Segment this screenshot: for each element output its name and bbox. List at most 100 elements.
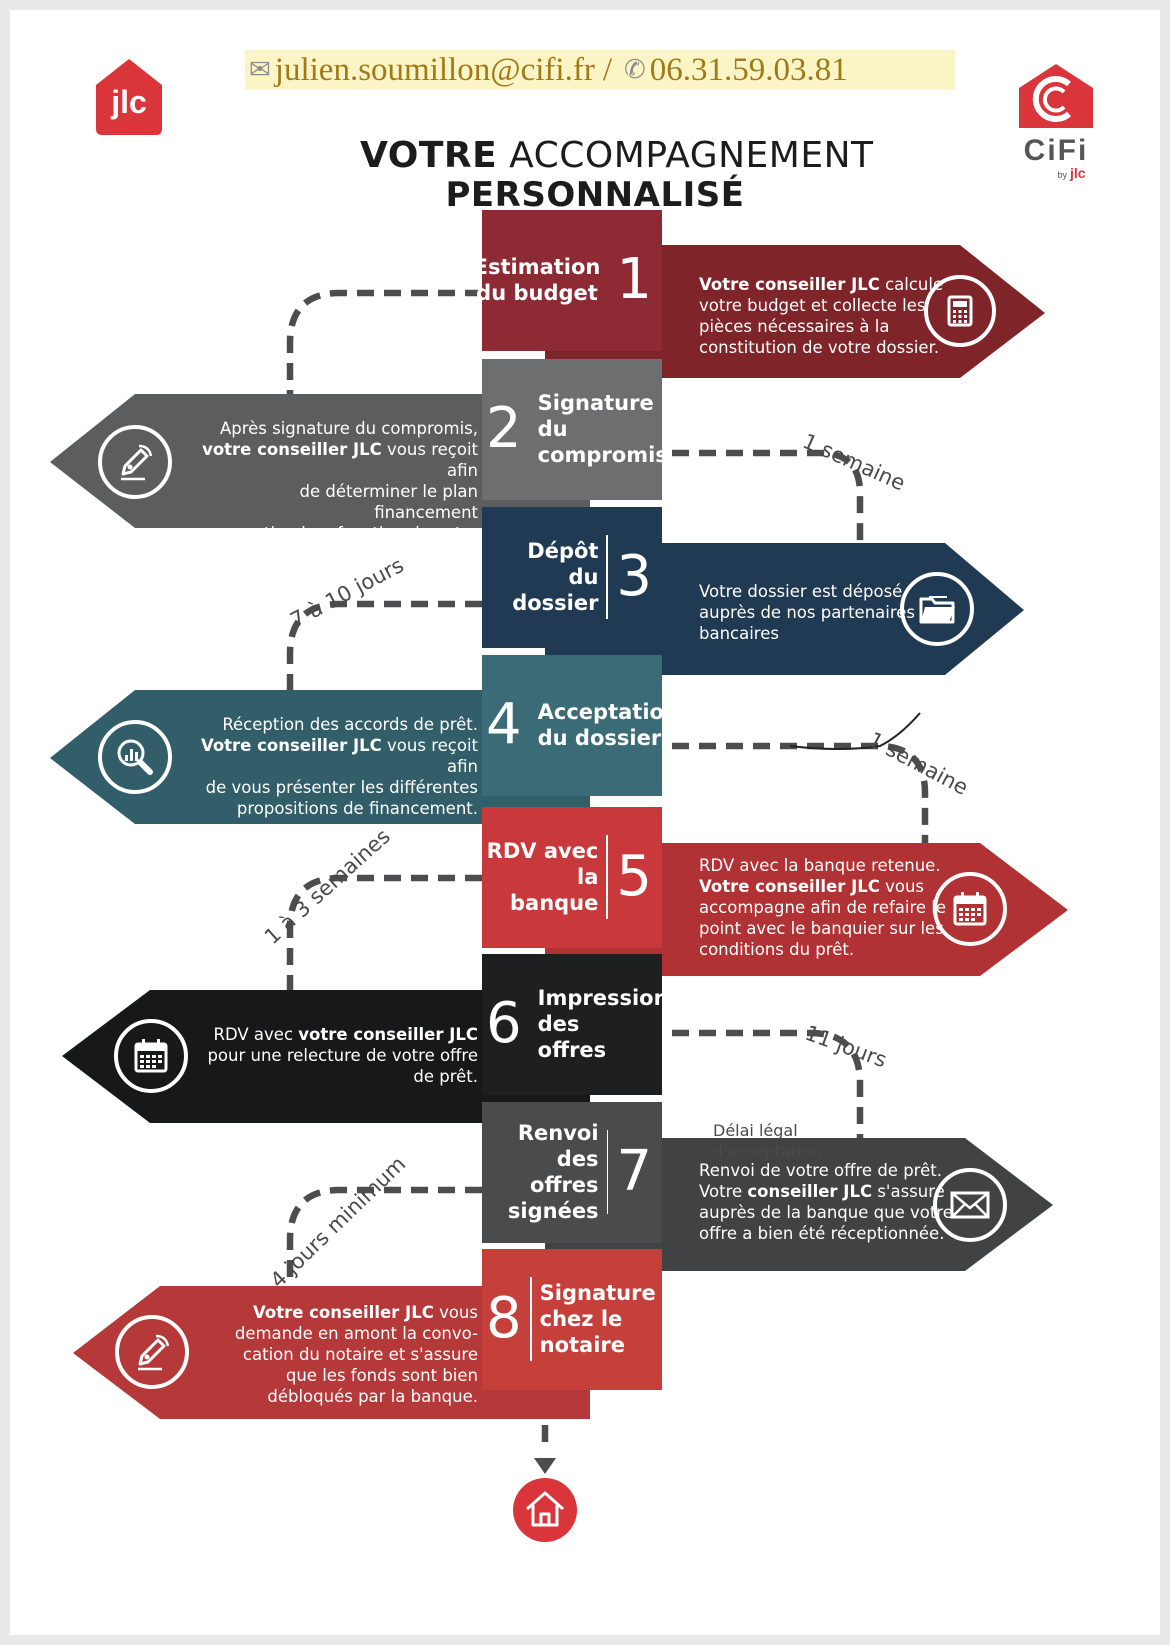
step-3-label-line: du dossier — [512, 565, 599, 615]
house-icon — [526, 1491, 564, 1527]
step-5-title: RDV avec la banque 5 — [482, 807, 662, 947]
description-bold-run: Votre conseiller JLC — [699, 877, 880, 896]
description-run: de prêt. — [413, 1067, 478, 1086]
step-8-arrow — [73, 1286, 590, 1419]
infographic-sheet: ✉ julien.soumillon@cifi.fr / ✆ 06.31.59.… — [10, 10, 1160, 1635]
contact-phone[interactable]: 06.31.59.03.81 — [649, 52, 848, 88]
description-run: que les fonds sont bien — [285, 1366, 478, 1385]
house-badge — [513, 1478, 577, 1542]
description-bold-run: conseiller JLC — [747, 1182, 873, 1201]
step-8-label-line: Signature — [539, 1281, 656, 1305]
description-line: conditions du prêt. — [699, 939, 964, 960]
timeline-graphic — [50, 210, 1068, 1542]
description-line: point avec le banquier sur les — [699, 918, 964, 939]
step-7-label-line: Renvoi des — [517, 1121, 599, 1171]
connector-1-2 — [286, 289, 482, 405]
description-run: vous reçoit afin — [381, 736, 478, 776]
cifi-logo: CiFi by jlc — [1019, 64, 1093, 181]
step-1-label-line: Estimation — [473, 255, 601, 279]
step-1-label-line: du budget — [476, 281, 598, 305]
step-7-label-line: signées — [507, 1199, 599, 1223]
step-5-label-line: RDV avec — [486, 839, 599, 863]
description-line: RDV avec votre conseiller JLC — [205, 1024, 479, 1045]
description-run: cation du notaire et s'assure — [242, 1345, 478, 1364]
step-4-arrow — [50, 690, 590, 824]
step-3-divider — [606, 535, 609, 619]
jlc-logo-text: jlc — [110, 84, 147, 120]
description-line: Réception des accords de prêt. — [195, 714, 478, 735]
step-1-box — [482, 210, 662, 351]
description-line: propositions de financement. — [195, 798, 478, 819]
description-run: bancaires — [699, 624, 779, 643]
connector-2-3 — [645, 449, 864, 545]
step-5-box — [482, 807, 662, 948]
description-line: demande en amont la convo- — [205, 1323, 478, 1344]
contact-email[interactable]: julien.soumillon@cifi.fr — [274, 52, 595, 88]
handwritten-mark — [789, 712, 921, 750]
description-run: Votre dossier est déposé — [699, 582, 903, 601]
step-6-label-line: Impression — [537, 986, 669, 1010]
step-6-label-line: offres — [537, 1038, 607, 1062]
description-line: constitution de votre dossier. — [699, 337, 964, 358]
description-run: Réception des accords de prêt. — [222, 715, 478, 734]
description-run: auprès de nos partenaires — [699, 603, 916, 622]
description-run: de vous présenter les différentes — [205, 778, 478, 797]
description-line: RDV avec la banque retenue. — [699, 855, 964, 876]
description-bold-run: votre conseiller JLC — [298, 1025, 478, 1044]
description-run: RDV avec la banque retenue. — [699, 856, 941, 875]
step-8-number: 8 — [486, 1286, 522, 1351]
description-line: Votre conseiller JLC vous reçoit afin — [195, 735, 478, 777]
description-line: que les fonds sont bien — [205, 1365, 478, 1386]
description-line: accompagne afin de refaire le — [699, 897, 964, 918]
down-arrowhead — [534, 1458, 556, 1474]
step-3-label-line: Dépôt — [527, 539, 599, 563]
cifi-by-brand: jlc — [1069, 165, 1086, 181]
step-4-box — [482, 655, 662, 796]
description-line: auprès de nos partenaires — [699, 602, 939, 623]
step-2-title: 2 Signature du compromis — [482, 359, 668, 499]
step-1-title: Estimation du budget 1 — [474, 210, 662, 350]
step-3-box — [482, 507, 662, 648]
legal-note-line: d'acceptation — [713, 1142, 822, 1161]
cifi-logo-text: CiFi — [1024, 134, 1089, 167]
description-run: s'assure — [872, 1182, 945, 1201]
legal-delay-note: Délai légal d'acceptation — [713, 1120, 822, 1162]
description-line: auprès de la banque que votre — [699, 1202, 964, 1223]
step-3-title: Dépôt du dossier 3 — [482, 507, 662, 647]
step-7-label-line: offres — [530, 1173, 599, 1197]
description-line: pièces nécessaires à la — [699, 316, 964, 337]
description-line: débloqués par la banque. — [205, 1386, 478, 1407]
phone-emoji-icon: ✆ — [623, 55, 646, 84]
description-bold-run: Votre conseiller JLC — [699, 275, 880, 294]
step-1-arrow — [545, 245, 1045, 378]
step-4-number: 4 — [486, 692, 522, 757]
step-4-label-line: Acceptation — [537, 700, 679, 724]
description-line: de déterminer le plan financement — [195, 481, 478, 523]
description-run: propositions de financement. — [236, 799, 478, 818]
step-5-description: RDV avec la banque retenue. Votre conseil… — [699, 855, 964, 960]
step-8-label-line: chez le — [539, 1307, 623, 1331]
description-run: point avec le banquier sur les — [699, 919, 944, 938]
step-8-divider — [529, 1277, 532, 1361]
description-run: calcule — [879, 275, 944, 294]
step-2-label-line: Signature — [537, 391, 654, 415]
page-title-line1: VOTRE ACCOMPAGNEMENT — [360, 135, 874, 176]
step-3-arrow — [545, 543, 1024, 675]
description-line: cation du notaire et s'assure — [205, 1344, 478, 1365]
step-2-description: Après signature du compromis,votre conse… — [195, 418, 478, 565]
description-run: constitution de votre dossier. — [699, 338, 940, 357]
step-3-number: 3 — [616, 544, 652, 609]
description-line: Votre dossier est déposé — [699, 581, 939, 602]
description-run: vous — [433, 1303, 478, 1322]
step-2-label-line: compromis — [537, 443, 668, 467]
step-4-description: Réception des accords de prêt.Votre cons… — [195, 714, 478, 819]
connector-4-5 — [645, 742, 929, 843]
description-run: pour une relecture de votre offre — [207, 1046, 478, 1065]
description-run: pièces nécessaires à la — [699, 317, 890, 336]
description-run: offre a bien été réceptionnée. — [699, 1224, 945, 1243]
step-7-description: Renvoi de votre offre de prêt.Votre cons… — [699, 1160, 964, 1244]
step-8-label-line: notaire — [539, 1333, 626, 1357]
description-bold-run: Votre conseiller JLC — [200, 736, 382, 755]
step-2-number: 2 — [486, 396, 522, 461]
